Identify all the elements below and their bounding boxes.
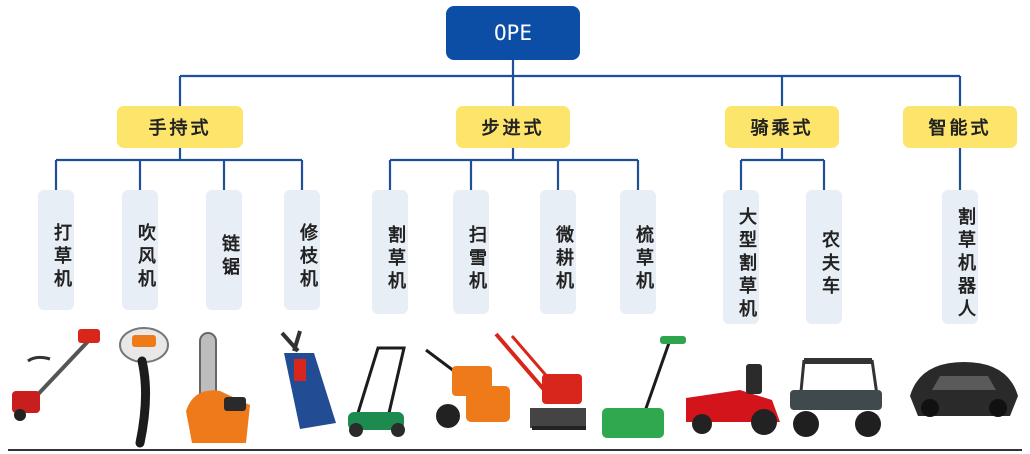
- leaf-hedge-trimmer: 修枝机: [284, 190, 320, 310]
- robotic-mower-image: [910, 362, 1018, 417]
- chainsaw-image: [186, 332, 250, 443]
- leaf-tiller: 微耕机: [540, 190, 576, 314]
- leaf-scarifier: 梳草机: [620, 190, 656, 314]
- utility-vehicle-image: [790, 358, 882, 437]
- category-handheld: 手持式: [117, 106, 243, 148]
- push-reel-mower-image: [348, 346, 406, 437]
- leaf-lawn-mower: 割草机: [372, 190, 408, 314]
- snow-blower-image: [425, 348, 510, 428]
- pruning-shears-image: [280, 330, 336, 429]
- leaf-robotic-mower: 割草机器人: [942, 190, 978, 324]
- leaf-chainsaw: 链锯: [206, 190, 242, 310]
- leaf-string-trimmer: 打草机: [38, 190, 74, 310]
- baseline-divider: [8, 449, 1022, 451]
- riding-mower-image: [686, 364, 780, 435]
- leaf-snow-blower: 扫雪机: [453, 190, 489, 314]
- leaf-riding-mower: 大型割草机: [723, 190, 759, 324]
- leaf-blower-image: [119, 327, 169, 448]
- category-ride-on: 骑乘式: [725, 106, 839, 148]
- category-walk-behind: 步进式: [456, 106, 570, 148]
- tiller-image: [494, 332, 586, 430]
- category-smart: 智能式: [903, 106, 1017, 148]
- root-node-ope: OPE: [446, 6, 580, 60]
- leaf-utility-vehicle: 农夫车: [806, 190, 842, 324]
- scarifier-image: [602, 336, 686, 438]
- brush-cutter-image: [12, 329, 100, 421]
- leaf-blower: 吹风机: [122, 190, 158, 310]
